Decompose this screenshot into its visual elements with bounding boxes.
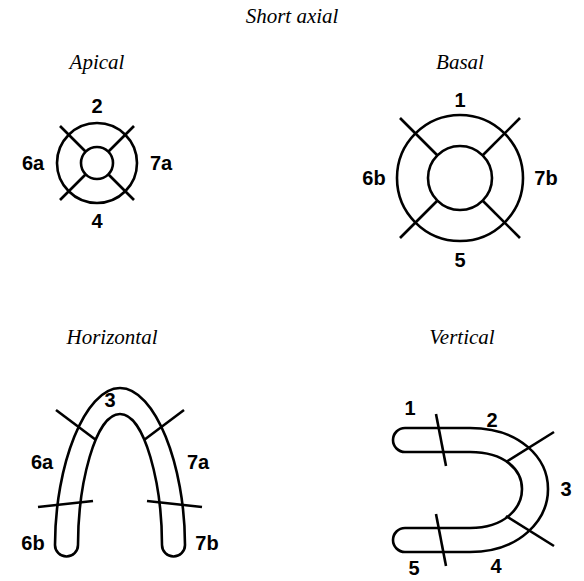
callout-number: 2 bbox=[486, 410, 497, 430]
callout-number: 5 bbox=[408, 558, 419, 578]
basal-inner-ring bbox=[428, 146, 492, 210]
view-heading: Horizontal bbox=[66, 327, 157, 348]
segment-divider bbox=[56, 410, 96, 440]
callout-number: 2 bbox=[91, 96, 102, 116]
horizontal-ventricle-outline bbox=[55, 388, 185, 557]
callout-number: 3 bbox=[560, 479, 571, 499]
basal-outer-ring bbox=[397, 115, 523, 241]
callout-number: 6b bbox=[362, 168, 385, 188]
segment-divider bbox=[483, 118, 520, 155]
callout-number: 5 bbox=[454, 250, 465, 270]
segment-divider bbox=[483, 201, 520, 238]
segment-divider bbox=[436, 514, 446, 566]
callout-number: 4 bbox=[490, 556, 501, 576]
segment-divider bbox=[108, 126, 134, 152]
callout-number: 1 bbox=[404, 398, 415, 418]
segment-divider bbox=[506, 432, 554, 462]
callout-number: 6b bbox=[21, 533, 44, 553]
segment-divider bbox=[60, 174, 86, 200]
segment-divider bbox=[147, 501, 202, 507]
segment-divider bbox=[506, 516, 554, 546]
segment-divider bbox=[38, 501, 93, 507]
callout-number: 6a bbox=[22, 153, 44, 173]
segment-divider bbox=[436, 414, 446, 466]
view-heading: Basal bbox=[436, 52, 484, 73]
segment-divider bbox=[400, 201, 437, 238]
callout-number: 1 bbox=[454, 90, 465, 110]
segment-divider bbox=[108, 174, 134, 200]
figure-title: Short axial bbox=[246, 6, 339, 27]
callout-number: 7a bbox=[150, 153, 172, 173]
view-heading: Vertical bbox=[429, 327, 494, 348]
callout-number: 4 bbox=[91, 211, 102, 231]
segment-divider bbox=[60, 126, 86, 152]
callout-number: 7b bbox=[534, 168, 557, 188]
callout-number: 6a bbox=[31, 452, 53, 472]
view-heading: Apical bbox=[70, 52, 125, 73]
segment-divider bbox=[144, 410, 184, 440]
callout-number: 7a bbox=[187, 452, 209, 472]
apical-outer-ring bbox=[57, 123, 137, 203]
callout-number: 3 bbox=[104, 390, 115, 410]
vertical-ventricle-outline bbox=[393, 428, 548, 552]
segment-divider bbox=[400, 118, 437, 155]
callout-number: 7b bbox=[195, 533, 218, 553]
